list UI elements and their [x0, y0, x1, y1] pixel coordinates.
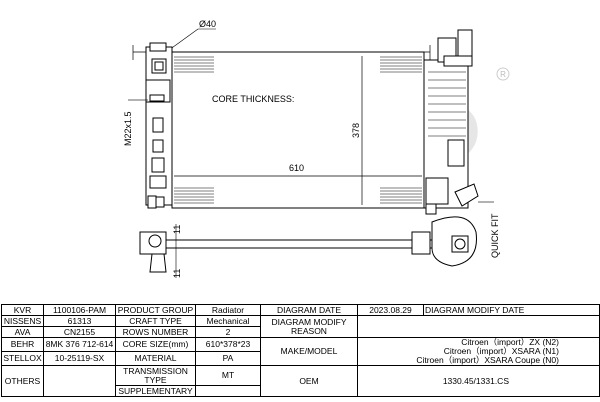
brand-others-value — [43, 365, 116, 397]
table-row: BEHR 8MK 376 712-614 CORE SIZE(mm) 610*3… — [1, 337, 600, 366]
core-width-dimension: 610 — [289, 163, 304, 173]
material-value: PA — [195, 351, 261, 366]
table-row: NISSENS 61313 CRAFT TYPE Mechanical DIAG… — [1, 315, 600, 338]
make-model-line-3: Citroen（import）XSARA Coupe (N0) — [416, 355, 559, 365]
oem-label: OEM — [260, 365, 358, 397]
offset-bottom-dimension: 11 — [172, 269, 182, 278]
make-model-line-2: Citroen（import）XSARA (N1) — [443, 346, 559, 356]
spec-table: KVR 1100106-PAM PRODUCT GROUP Radiator D… — [1, 304, 600, 397]
core-size-label: CORE SIZE(mm) — [115, 337, 196, 352]
radiator-technical-drawing: KVR R Ø40 M22x1.5 — [123, 19, 510, 278]
brand-stellox-label: STELLOX — [1, 351, 44, 366]
make-model-value: Citroen（import）ZX (N2) Citroen（import）XS… — [357, 337, 600, 366]
transmission-type-value: MT — [195, 365, 261, 386]
brand-behr-value: 8MK 376 712-614 — [43, 337, 116, 352]
diagram-date-label: DIAGRAM DATE — [260, 304, 358, 316]
rows-number-value: 2 — [195, 326, 261, 338]
diagram-modify-reason-label: DIAGRAM MODIFY REASON — [260, 315, 358, 338]
registered-mark: R — [500, 70, 506, 79]
supplementary-value — [195, 385, 261, 397]
core-thickness-label: CORE THICKNESS: — [212, 94, 294, 104]
diagram-modify-reason-value — [357, 315, 600, 338]
transmission-type-label: TRANSMISSION TYPE — [115, 365, 196, 386]
diagram-modify-date-label: DIAGRAM MODIFY DATE — [423, 304, 600, 316]
core-height-dimension: 378 — [351, 123, 361, 138]
oem-value: 1330.45/1331.CS — [357, 365, 600, 397]
registered-mark-circle — [496, 67, 510, 81]
brand-stellox-value: 10-25119-SX — [43, 351, 116, 366]
core-size-value: 610*378*23 — [195, 337, 261, 352]
brand-nissens-value: 61313 — [43, 315, 116, 327]
brand-others-label: OTHERS — [1, 365, 44, 397]
craft-type-label: CRAFT TYPE — [115, 315, 196, 327]
make-model-label: MAKE/MODEL — [260, 337, 358, 366]
right-tank — [423, 29, 479, 215]
brand-ava-label: AVA — [1, 326, 44, 338]
quick-fit-label: QUICK FIT — [490, 213, 500, 258]
table-row: OTHERS TRANSMISSION TYPE MT OEM 1330.45/… — [1, 365, 600, 397]
table-row: SUPPLEMENTARY — [2, 385, 600, 397]
product-group-label: PRODUCT GROUP — [115, 304, 196, 316]
offset-top-dimension: 11 — [172, 225, 182, 234]
bottom-view — [139, 216, 477, 278]
brand-nissens-label: NISSENS — [1, 315, 44, 327]
product-group-value: Radiator — [195, 304, 261, 316]
radiator-core — [171, 51, 425, 209]
supplementary-label: SUPPLEMENTARY — [115, 385, 196, 397]
brand-ava-value: CN2155 — [43, 326, 116, 338]
material-label: MATERIAL — [115, 351, 196, 366]
brand-behr-label: BEHR — [1, 337, 44, 352]
brand-kvr-label: KVR — [1, 304, 44, 316]
make-model-line-1: Citroen（import）ZX (N2) — [461, 337, 559, 347]
left-tank — [145, 42, 173, 209]
table-row: KVR 1100106-PAM PRODUCT GROUP Radiator D… — [1, 304, 600, 316]
thread-size-label: M22x1.5 — [123, 111, 133, 146]
brand-kvr-value: 1100106-PAM — [43, 304, 116, 316]
craft-type-value: Mechanical — [195, 315, 261, 327]
rows-number-label: ROWS NUMBER — [115, 326, 196, 338]
diagram-date-value: 2023.08.29 — [357, 304, 424, 316]
diameter-dimension: Ø40 — [199, 19, 216, 29]
